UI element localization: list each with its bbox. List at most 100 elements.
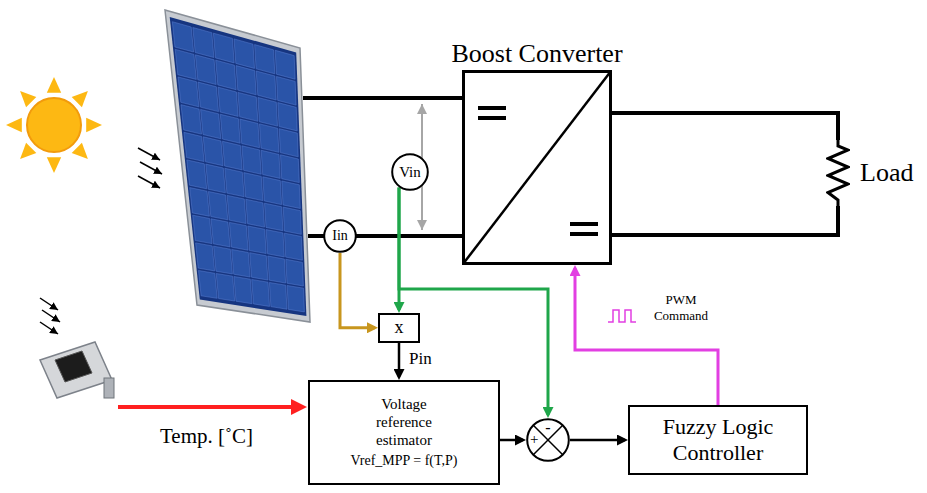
panel-backing — [170, 17, 307, 316]
panel-cell — [213, 33, 234, 63]
converter-symbol — [463, 71, 611, 264]
current-signal — [340, 253, 375, 328]
panel-cell — [216, 274, 235, 302]
panel-cell — [236, 66, 256, 95]
panel-cell — [198, 82, 219, 112]
signal-arrow — [398, 343, 401, 377]
panel-cell — [286, 259, 304, 286]
multiplier-box: x — [378, 313, 420, 343]
panel-cell — [246, 199, 265, 227]
load-label: Load — [860, 157, 913, 188]
panel-cell — [175, 49, 196, 79]
panel-cell — [282, 181, 301, 209]
summing-circle — [527, 419, 569, 461]
light-arrow — [138, 148, 160, 160]
panel-cell — [203, 137, 223, 166]
panel-cell — [225, 168, 244, 196]
panel-cell — [223, 141, 243, 170]
panel-cell — [252, 280, 270, 307]
panel-cell — [206, 164, 226, 193]
panel-cell — [285, 233, 303, 260]
panel-cell — [263, 177, 282, 205]
signal-name: Pin — [407, 349, 434, 369]
panel-cell — [283, 207, 301, 234]
panel-cell — [238, 92, 258, 121]
current-sensor-circle: Iin — [323, 219, 357, 253]
panel-cell — [187, 160, 207, 189]
panel-cell — [181, 105, 202, 134]
sensor-body — [40, 342, 112, 398]
wire — [303, 96, 462, 100]
light-arrow — [40, 298, 58, 310]
panel-cell — [255, 45, 275, 74]
panel-cell — [287, 286, 304, 312]
panel-cell — [196, 243, 215, 271]
circle-outline — [392, 154, 428, 190]
operator-symbol: x — [395, 317, 404, 339]
panel-cell — [277, 77, 297, 106]
sun-ray — [47, 77, 61, 93]
temperature-arrow — [118, 405, 301, 409]
sun-disc — [27, 98, 81, 152]
panel-cell — [227, 195, 246, 223]
panel-cell — [266, 230, 284, 257]
box-title: Boost Converter — [451, 38, 622, 69]
panel-cell — [281, 155, 300, 183]
circle-outline — [324, 220, 356, 252]
panel-cell — [190, 188, 210, 217]
sign-symbol: - — [545, 420, 550, 436]
light-arrows — [40, 148, 162, 334]
formula: Vref_MPP = f(T,P) — [351, 453, 458, 470]
panel-cell — [193, 215, 212, 243]
panel-cell — [172, 22, 193, 52]
panel-cell — [269, 283, 287, 310]
panel-cell — [265, 203, 283, 231]
panel-cell — [193, 28, 214, 58]
panel-cell — [208, 192, 227, 220]
panel-cell — [234, 39, 255, 69]
sun-ray — [86, 118, 102, 132]
panel-cell — [278, 103, 297, 131]
panel-cell — [261, 150, 280, 178]
command-label: PWM Command — [644, 292, 718, 323]
pwm-command-line — [575, 268, 718, 405]
panel-cell — [248, 226, 266, 254]
pwm-pulse-symbol — [608, 310, 636, 322]
panel-cell — [184, 132, 204, 161]
irradiance-sensor — [40, 342, 114, 398]
estimator-box: Voltage reference estimatorVref_MPP = f(… — [308, 380, 500, 485]
dc-sign-bar — [478, 116, 506, 120]
dc-sign-bar — [570, 222, 598, 226]
sun-ray — [72, 91, 88, 107]
sun-ray — [6, 118, 22, 132]
panel-cell — [250, 253, 268, 280]
panel-cell — [201, 110, 221, 139]
signal-name: Iin — [332, 228, 348, 245]
panel-cell — [275, 50, 295, 79]
panel-cell — [214, 246, 233, 274]
panel-wires — [303, 98, 462, 236]
panel-cell — [211, 219, 230, 247]
panel-cell — [242, 146, 261, 174]
sun-ray — [72, 143, 88, 159]
sun-ray — [20, 91, 36, 107]
signal-name: Vin — [399, 163, 421, 181]
panel-cell — [260, 124, 279, 152]
panel-cell — [244, 173, 263, 201]
panel-cell — [229, 222, 248, 250]
light-arrow — [42, 310, 60, 322]
solar-panel — [165, 10, 310, 322]
sensor-cell — [55, 351, 92, 382]
sun-icon — [6, 77, 102, 173]
voltage-sensor-circle: Vin — [391, 153, 429, 191]
converter-diagonal — [463, 71, 611, 264]
dc-sign-bar — [478, 106, 506, 110]
converter-box: Boost Converter — [462, 70, 612, 265]
panel-frame — [165, 10, 310, 322]
panel-cell — [232, 250, 250, 278]
power-wire — [612, 206, 838, 235]
controller-box: Fuzzy Logic Controller — [628, 405, 808, 475]
panel-cell — [199, 271, 218, 299]
panel-cell — [216, 60, 237, 89]
